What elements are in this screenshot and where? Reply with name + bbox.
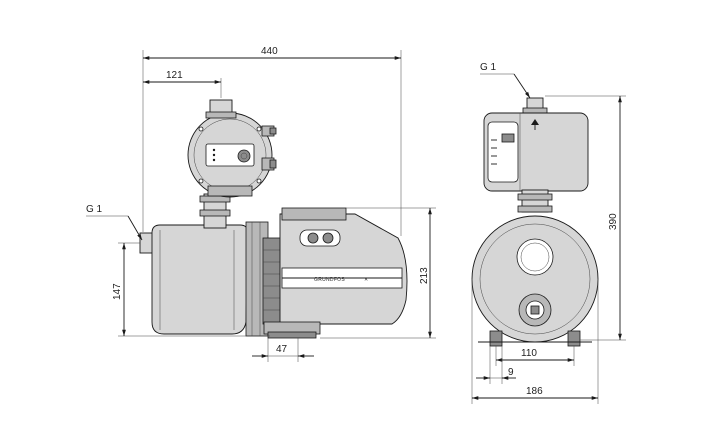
front-view: 390 110 9 186 G 1 (471, 62, 626, 404)
dim-inlet-height: 147 (112, 283, 123, 300)
front-foot-right (567, 330, 581, 347)
cable-connector (299, 229, 341, 247)
pump-chamber (151, 224, 249, 335)
dim-foot-thickness: 9 (508, 367, 514, 378)
label-inlet-thread: G 1 (86, 204, 103, 215)
terminal-box (281, 207, 347, 221)
side-view: GRUNDFOS ✕ (86, 46, 436, 362)
dim-overall-length: 440 (261, 46, 278, 57)
svg-text:✕: ✕ (364, 277, 369, 283)
brand-mark: GRUNDFOS (314, 277, 345, 283)
dim-overall-width: 186 (526, 386, 543, 397)
front-foot-left (489, 330, 503, 347)
dim-foot-spacing: 110 (521, 348, 537, 359)
dim-overall-height: 390 (608, 213, 619, 230)
label-outlet-thread: G 1 (480, 62, 497, 73)
dim-foot-width: 47 (276, 344, 288, 355)
dim-controller-offset: 121 (166, 70, 183, 81)
dim-outlet-height: 213 (419, 267, 430, 284)
